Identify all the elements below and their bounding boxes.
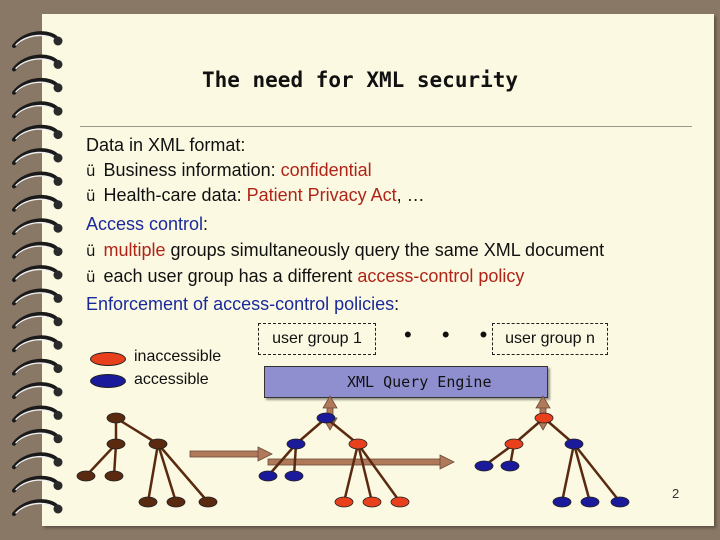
user-group-n-box: user group n: [492, 323, 608, 355]
tree-node: [148, 438, 168, 450]
text-enforcement: Enforcement of access-control policies: [86, 294, 395, 314]
bullet-multiple-groups: ü multiple groups simultaneously query th…: [86, 239, 604, 262]
bullet-enforcement: Enforcement of access-control policies:: [86, 293, 399, 315]
text-privacy-act: Patient Privacy Act: [246, 185, 397, 205]
check-icon: ü: [86, 187, 96, 205]
check-icon: ü: [86, 162, 96, 180]
tree-node: [166, 496, 186, 508]
slide-title: The need for XML security: [201, 68, 519, 92]
text-groups-query: groups simultaneously query the same XML…: [165, 240, 605, 260]
inaccessible-node: [390, 496, 410, 508]
inaccessible-node: [534, 412, 554, 424]
tree-node: [138, 496, 158, 508]
inaccessible-node: [504, 438, 524, 450]
tree-edge: [356, 443, 374, 503]
text-ellipsis: , …: [396, 185, 425, 205]
xml-query-engine: XML Query Engine: [264, 366, 548, 398]
bullet-data-format: Data in XML format:: [86, 134, 245, 156]
inaccessible-legend-icon: [90, 352, 126, 366]
edge-layer: [85, 416, 621, 503]
tree-edge: [267, 443, 297, 477]
bullet-access-control: Access control:: [86, 213, 208, 235]
tree-edge: [156, 443, 178, 503]
arrow-head: [322, 395, 338, 409]
bullet-health-care: ü Health-care data: Patient Privacy Act, …: [86, 184, 425, 207]
user-groups-ellipsis: • • •: [404, 322, 500, 347]
arrow-shaft: [189, 450, 261, 458]
accessible-node: [552, 496, 572, 508]
bullet-business-info: ü Business information: confidential: [86, 159, 372, 182]
inaccessible-node: [334, 496, 354, 508]
text-access-control: Access control: [86, 214, 204, 234]
text-multiple: multiple: [103, 240, 166, 260]
arrow-head: [439, 454, 455, 470]
arrow-head: [257, 446, 273, 462]
tree-edge: [560, 443, 576, 503]
text-each-group: each user group has a different: [103, 266, 358, 286]
page-number: 2: [672, 486, 680, 501]
accessible-node: [258, 470, 278, 482]
tree-edge: [115, 416, 159, 446]
accessible-node: [286, 438, 306, 450]
user-group-1-box: user group 1: [258, 323, 376, 355]
tree-node: [198, 496, 218, 508]
tree-edge: [356, 443, 402, 503]
accessible-node: [580, 496, 600, 508]
tree-node: [76, 470, 96, 482]
accessible-node: [316, 412, 336, 424]
arrow-head: [535, 395, 551, 409]
check-icon: ü: [86, 242, 96, 260]
accessible-node: [564, 438, 584, 450]
node-layer: [76, 412, 630, 508]
tree-edge: [342, 443, 360, 503]
legend-inaccessible: inaccessible: [134, 348, 222, 365]
inaccessible-node: [348, 438, 368, 450]
tree-edge: [85, 443, 117, 477]
text-confidential: confidential: [280, 160, 372, 180]
text-colon: :: [394, 294, 400, 314]
accessible-node: [474, 460, 494, 472]
tree-node: [106, 438, 126, 450]
title-divider: [80, 126, 692, 127]
text-data-format: Data in XML format:: [86, 135, 246, 155]
accessible-node: [284, 470, 304, 482]
tree-edge: [572, 443, 592, 503]
accessible-node: [610, 496, 630, 508]
bullet-user-group-policy: ü each user group has a different access-…: [86, 265, 524, 288]
text-policy: access-control policy: [357, 266, 525, 286]
inaccessible-node: [362, 496, 382, 508]
tree-node: [104, 470, 124, 482]
accessible-legend-icon: [90, 374, 126, 388]
text-health-care: Health-care data:: [103, 185, 247, 205]
tree-edge: [157, 443, 209, 503]
text-business: Business information:: [103, 160, 281, 180]
accessible-node: [500, 460, 520, 472]
legend-accessible: accessible: [134, 371, 209, 388]
tree-edge: [573, 443, 621, 503]
check-icon: ü: [86, 268, 96, 286]
text-colon: :: [203, 214, 209, 234]
tree-node: [106, 412, 126, 424]
tree-edge: [146, 443, 160, 503]
